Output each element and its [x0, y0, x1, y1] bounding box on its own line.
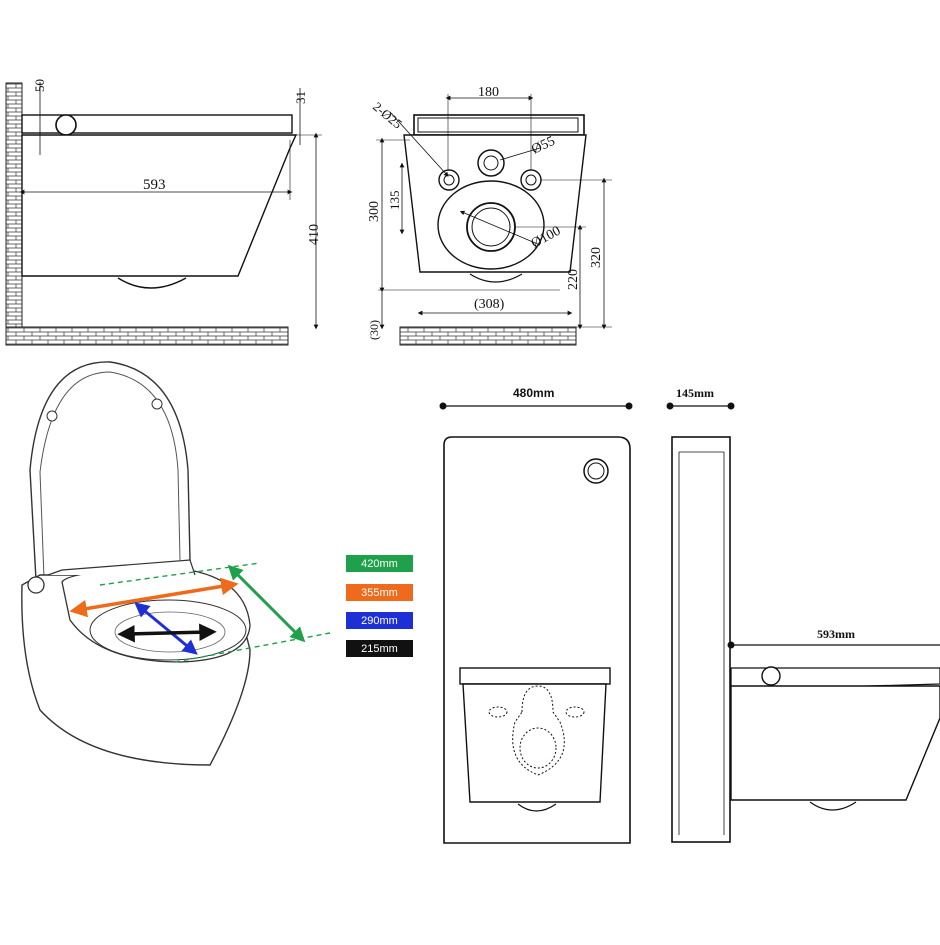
cistern-front-drawing: 480mm [440, 386, 633, 843]
cistern-width-label: 480mm [513, 386, 554, 400]
toilet-depth-label: 593mm [817, 627, 855, 641]
legend-item-420: 420mm [346, 555, 413, 572]
hinge-circle [56, 115, 76, 135]
dim-308: (308) [474, 297, 505, 312]
dim-lid-thickness: 31 [293, 91, 308, 104]
dim-height: 410 [307, 224, 322, 245]
side-view-drawing: 593 50 31 410 [6, 79, 322, 345]
cistern-side-panel [672, 437, 730, 842]
dim-depth: 593 [143, 177, 166, 193]
raised-lid [30, 362, 190, 580]
front-view-drawing: 180 2-Ø25 Ø55 Ø100 300 135 (30) 320 220 … [367, 85, 612, 345]
perspective-view-drawing [22, 362, 330, 765]
legend-item-355: 355mm [346, 584, 413, 601]
dim-seat-top: 50 [32, 79, 47, 92]
cistern-side-drawing: 145mm 593mm [667, 386, 940, 842]
dim-135: 135 [387, 191, 402, 211]
dim-320: 320 [589, 247, 604, 268]
floor-brick [6, 327, 288, 345]
dim-220: 220 [566, 269, 581, 290]
legend-item-215: 215mm [346, 640, 413, 657]
wall-brick [6, 83, 22, 345]
legend-item-290: 290mm [346, 612, 413, 629]
dim-bolt-holes: 2-Ø25 [370, 99, 405, 132]
dim-300: 300 [367, 201, 382, 222]
legend-label: 290mm [361, 615, 398, 627]
legend-label: 355mm [361, 587, 398, 599]
cistern-depth-label: 145mm [676, 386, 714, 400]
arrow-215 [126, 632, 208, 634]
legend-label: 420mm [361, 558, 398, 570]
legend-label: 215mm [361, 643, 398, 655]
dim-top-width: 180 [478, 85, 499, 100]
bowl-outline [22, 135, 296, 276]
floor-brick-front [400, 327, 576, 345]
dim-30: (30) [367, 320, 381, 340]
